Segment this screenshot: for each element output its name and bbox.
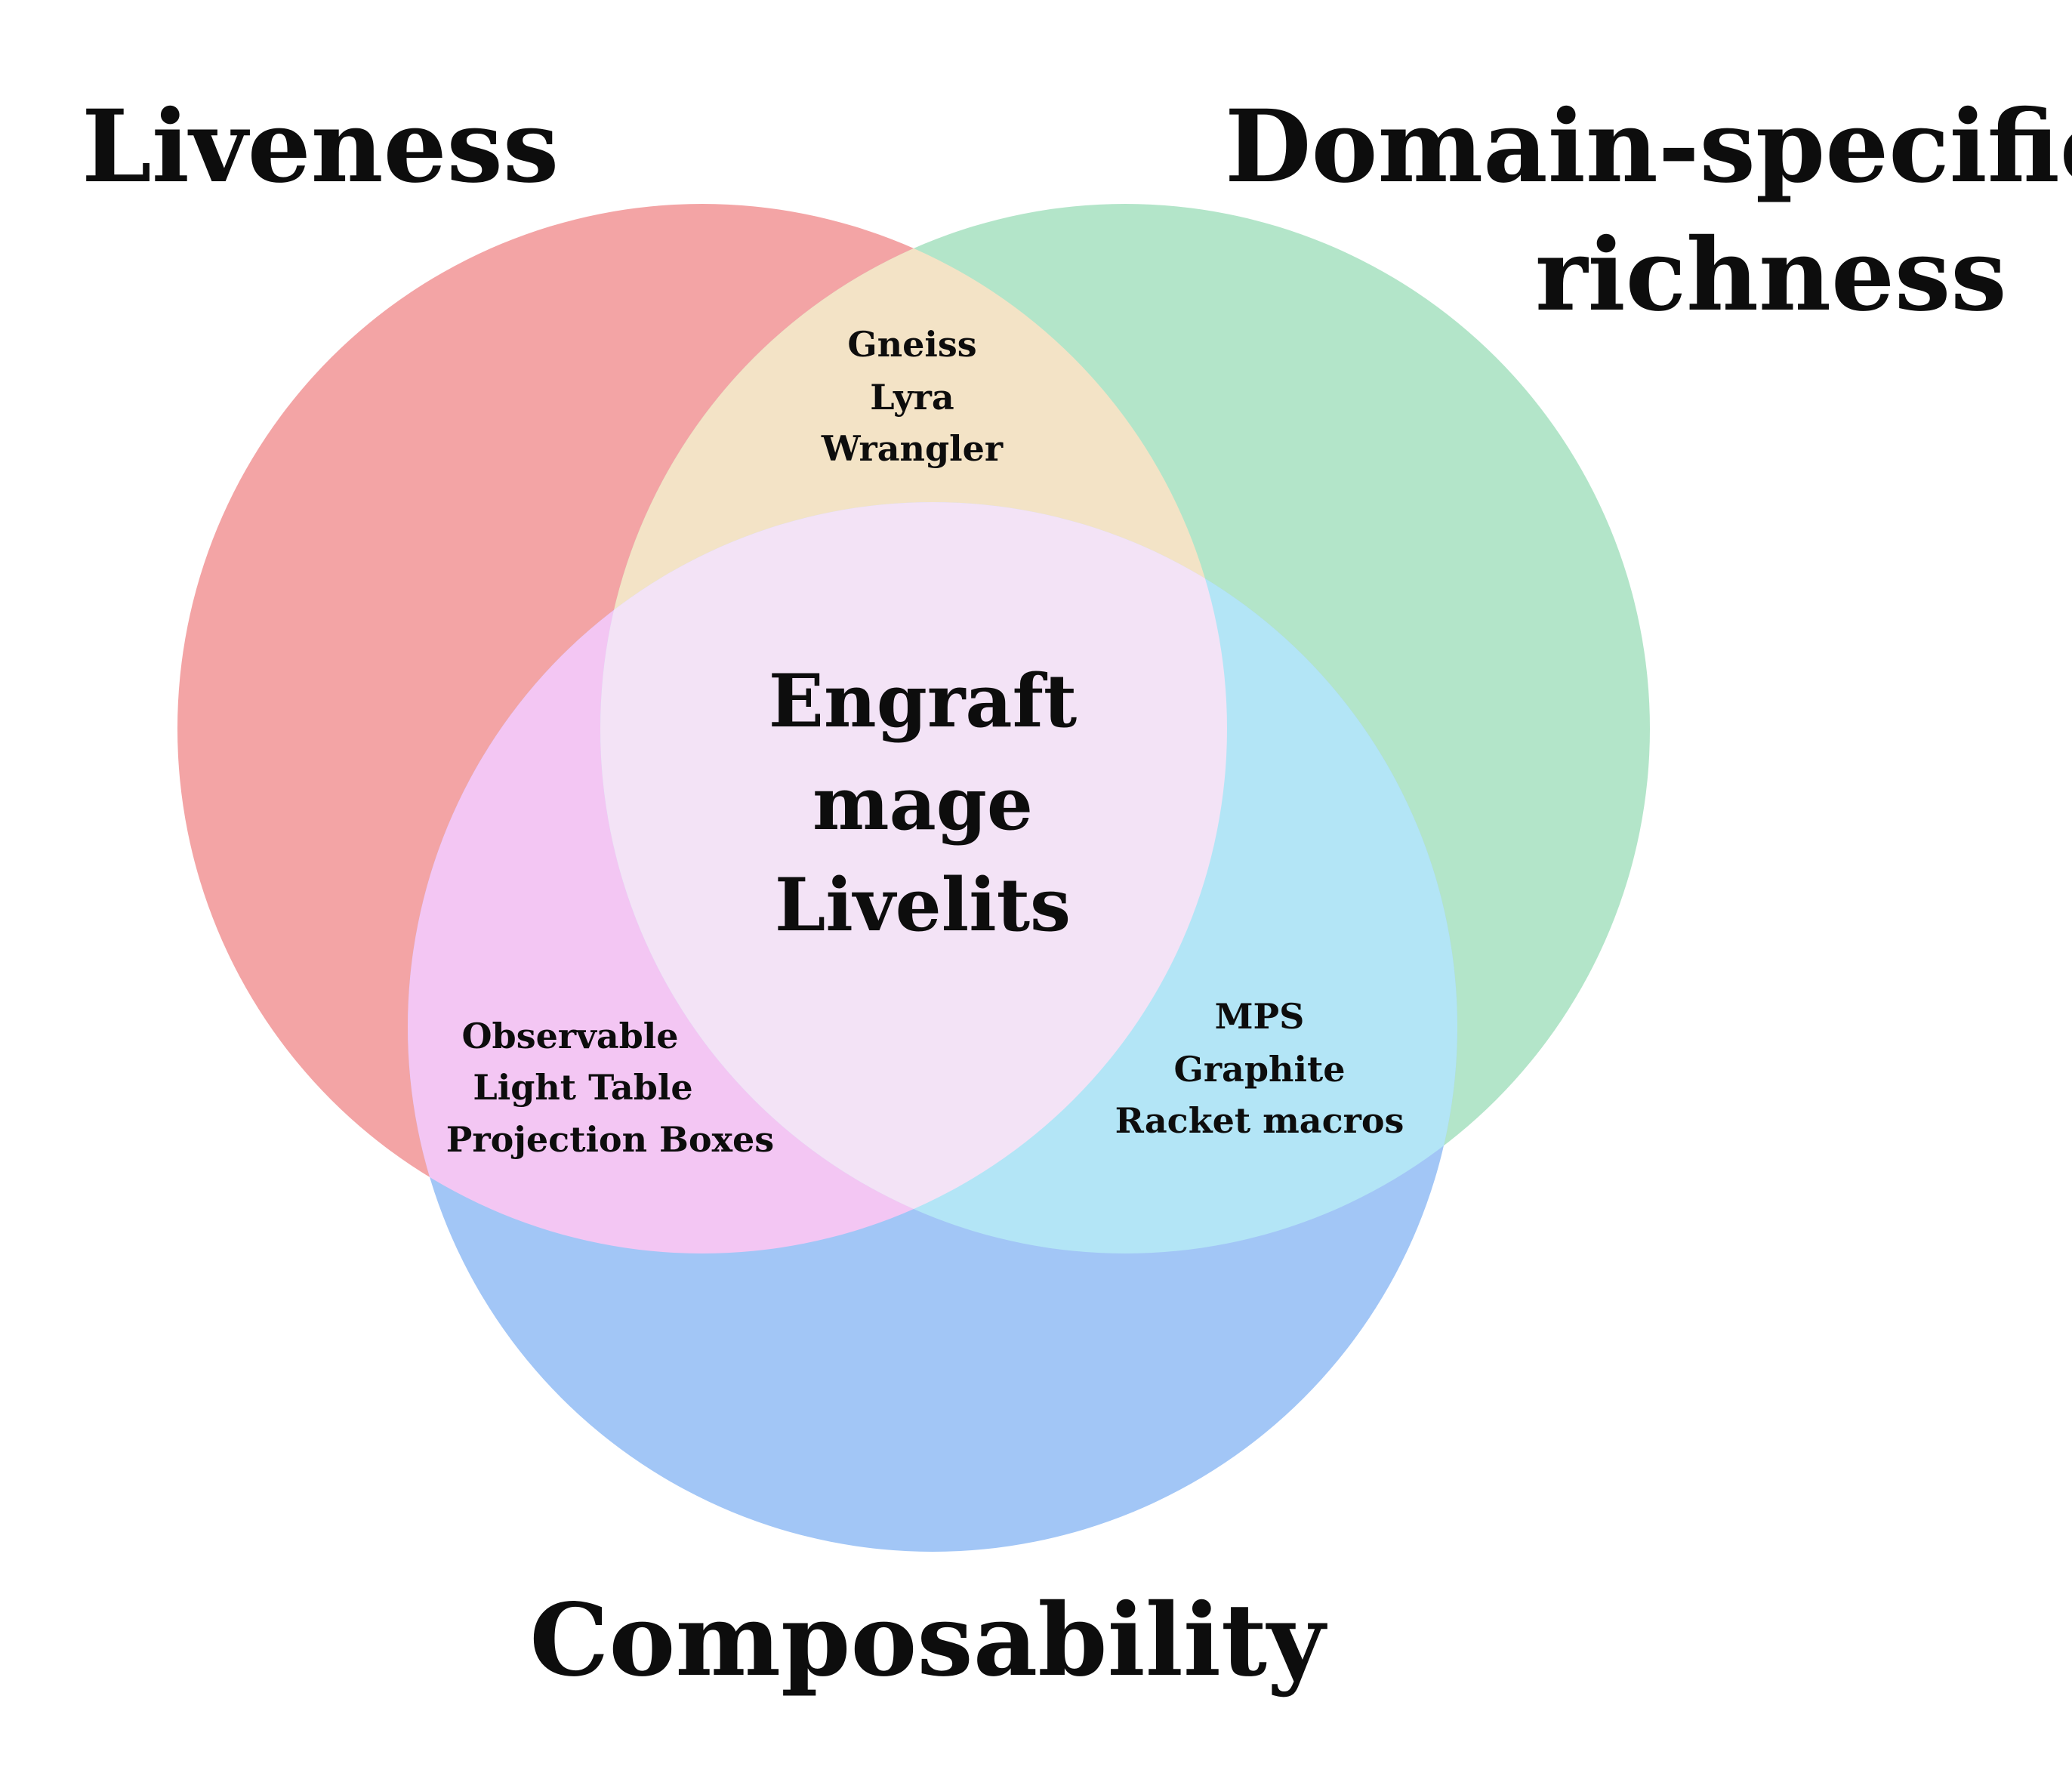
center-item: mage [812,761,1033,846]
domain-richness-label-line2: richness [1535,217,2007,334]
triple-overlap [600,502,1227,1253]
region-item: Lyra [870,377,954,418]
region-item: Observable [461,1016,678,1056]
liveness-label: Liveness [82,88,559,205]
region-item: Gneiss [847,324,976,365]
domain-richness-label-line1: Domain-specific [1225,88,2072,205]
composability-label: Composability [529,1582,1327,1699]
region-item: Graphite [1174,1049,1346,1090]
center-item: Engraft [769,658,1078,744]
region-item: Wrangler [821,428,1004,469]
center-item: Livelits [775,862,1071,948]
region-item: Light Table [473,1067,692,1108]
region-item: MPS [1215,996,1305,1037]
region-item: Projection Boxes [446,1119,774,1160]
region-item: Racket macros [1115,1100,1404,1141]
